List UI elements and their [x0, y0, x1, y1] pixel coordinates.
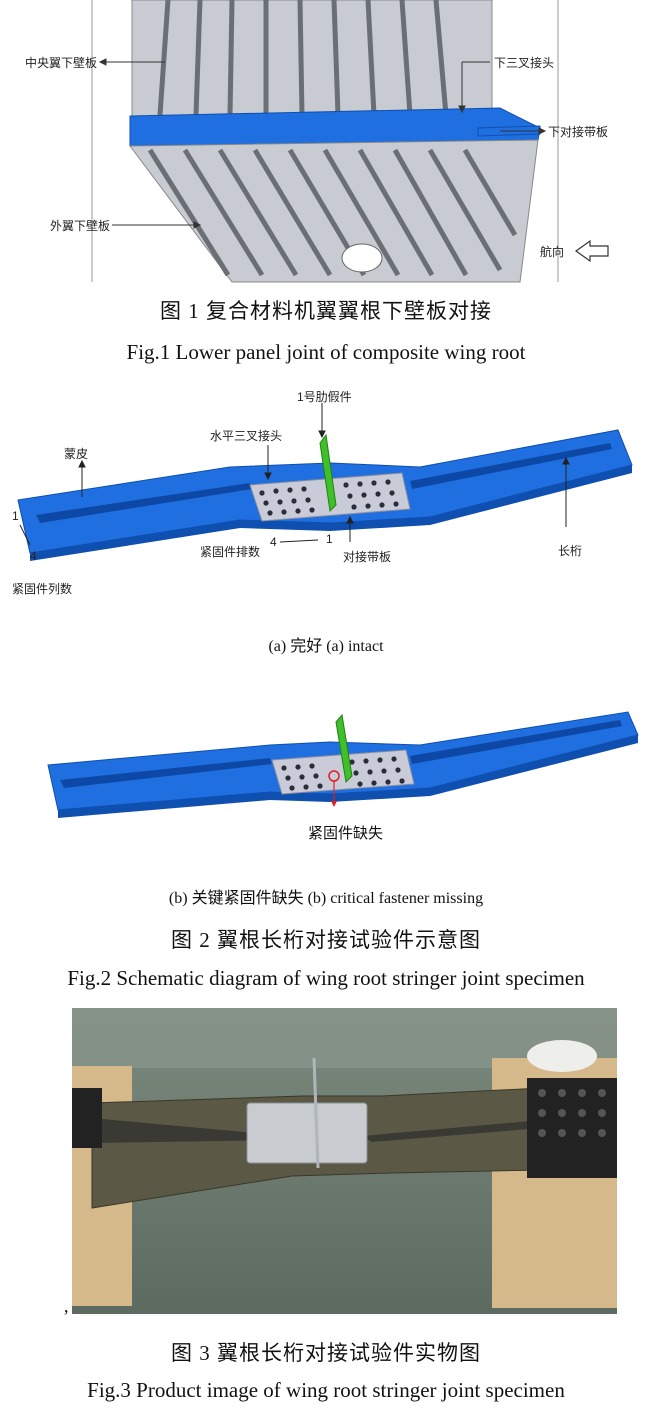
figure-2b-drawing — [47, 711, 639, 818]
heading-arrow-icon — [574, 239, 609, 263]
figure-3-drawing — [72, 1008, 617, 1314]
label-center-lower-panel: 中央翼下壁板 — [25, 56, 98, 70]
fastener-dots — [259, 479, 399, 516]
stray-comma: , — [64, 1296, 69, 1316]
specimen-splice-plate — [246, 1102, 368, 1164]
figure-1-drawing — [91, 0, 609, 283]
label-outer-lower-panel: 外翼下壁板 — [50, 219, 111, 233]
figure-3-photo — [72, 1008, 617, 1314]
figure-2b: 紧固件缺失 — [0, 710, 652, 850]
label-splice-strap: 对接带板 — [343, 550, 392, 564]
label-col-one: 1 — [12, 509, 19, 523]
glove — [527, 1040, 597, 1072]
label-rib1-dummy: 1号肋假件 — [297, 390, 352, 404]
rib1-dummy-shape — [319, 433, 337, 513]
figure-1: 中央翼下壁板 下三叉接头 下对接带板 外翼下壁板 航向 — [0, 0, 652, 290]
label-fastener-columns: 紧固件列数 — [12, 582, 73, 596]
label-horizontal-tri-joint: 水平三叉接头 — [210, 429, 283, 443]
figure-1-caption-en: Fig.1 Lower panel joint of composite win… — [126, 340, 526, 364]
access-hole — [341, 243, 383, 273]
label-row-four: 4 — [270, 535, 277, 549]
label-heading: 航向 — [540, 245, 565, 259]
figure-2b-subcaption: (b) 关键紧固件缺失 (b) critical fastener missin… — [168, 890, 484, 907]
label-lower-splice-strap: 下对接带板 — [548, 125, 609, 139]
label-col-four: 4 — [30, 549, 37, 563]
label-stringer: 长桁 — [558, 544, 583, 558]
figure-1-caption-cn: 图 1 复合材料机翼翼根下壁板对接 — [160, 299, 492, 323]
fastener-dots-b — [281, 756, 405, 791]
figure-2-caption-en: Fig.2 Schematic diagram of wing root str… — [67, 966, 585, 990]
figure-2a-drawing — [17, 403, 633, 561]
figure-3-caption-cn: 图 3 翼根长桁对接试验件实物图 — [171, 1341, 481, 1365]
figure-2a-subcaption: (a) 完好 (a) intact — [268, 638, 384, 655]
label-missing-fastener: 紧固件缺失 — [308, 825, 384, 842]
label-row-one: 1 — [326, 532, 333, 546]
outer-lower-panel-shape — [129, 139, 539, 283]
label-fastener-rows: 紧固件排数 — [200, 545, 261, 559]
label-skin: 蒙皮 — [64, 447, 89, 461]
label-lower-tri-joint: 下三叉接头 — [494, 56, 555, 70]
figure-2a: 1号肋假件 水平三叉接头 蒙皮 1 4 紧固件列数 4 1 紧固件排数 对接带板… — [0, 385, 652, 600]
figure-3-caption-en: Fig.3 Product image of wing root stringe… — [87, 1378, 565, 1402]
figure-2-caption-cn: 图 2 翼根长桁对接试验件示意图 — [171, 928, 481, 952]
